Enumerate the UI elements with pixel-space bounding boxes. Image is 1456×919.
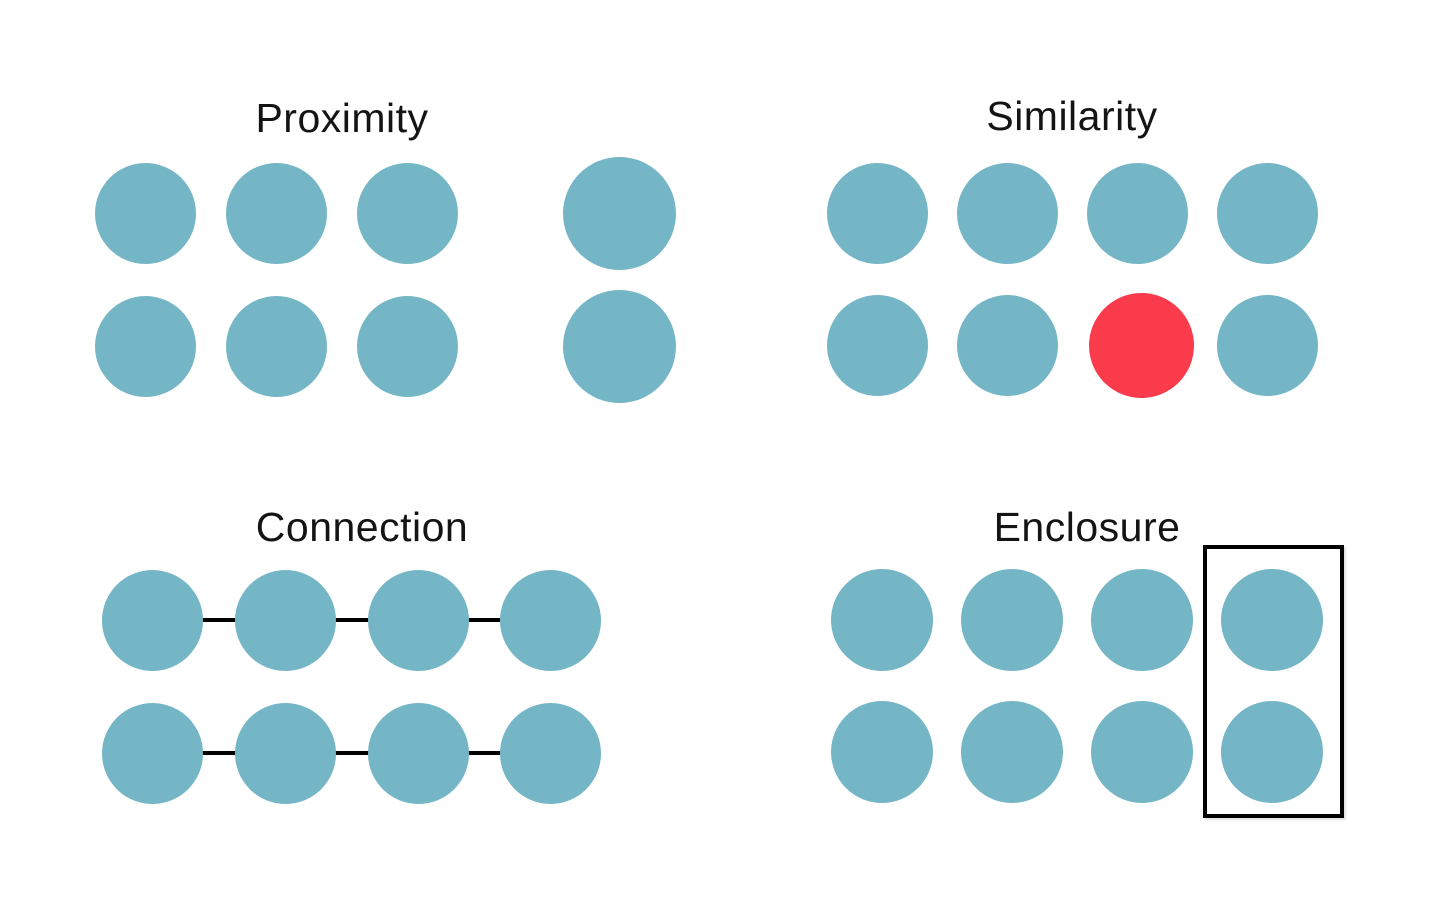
panel-title-enclosure: Enclosure <box>993 504 1181 550</box>
connection-circle <box>234 702 336 804</box>
enclosure-circle <box>1221 701 1323 803</box>
enclosure-circle <box>831 701 933 803</box>
proximity-circle <box>562 156 676 270</box>
enclosure-circle <box>961 701 1063 803</box>
panel-title-connection: Connection <box>255 504 469 550</box>
connection-circle <box>367 702 469 804</box>
similarity-circle <box>826 294 928 396</box>
similarity-circle <box>1216 162 1318 264</box>
highlighted-circle <box>1088 292 1194 398</box>
similarity-circle <box>1086 162 1188 264</box>
connection-circle <box>499 569 601 671</box>
connection-circle <box>101 702 203 804</box>
proximity-circle <box>94 295 196 397</box>
proximity-circle <box>94 162 196 264</box>
enclosure-circle <box>1091 701 1193 803</box>
connection-circle <box>234 569 336 671</box>
panel-title-similarity: Similarity <box>986 93 1158 139</box>
connection-circle <box>367 569 469 671</box>
similarity-circle <box>826 162 928 264</box>
proximity-circle <box>225 295 327 397</box>
similarity-circle <box>956 294 1058 396</box>
connector-line <box>152 751 550 755</box>
enclosure-box <box>1203 545 1344 818</box>
enclosure-circle <box>1221 569 1323 671</box>
enclosure-circle <box>961 569 1063 671</box>
similarity-circle <box>1216 294 1318 396</box>
similarity-circle <box>956 162 1058 264</box>
enclosure-circle <box>831 569 933 671</box>
proximity-circle <box>562 289 676 403</box>
enclosure-circle <box>1091 569 1193 671</box>
proximity-circle <box>356 295 458 397</box>
connection-circle <box>499 702 601 804</box>
proximity-circle <box>356 162 458 264</box>
connector-line <box>152 618 550 622</box>
panel-title-proximity: Proximity <box>255 95 429 141</box>
connection-circle <box>101 569 203 671</box>
proximity-circle <box>225 162 327 264</box>
